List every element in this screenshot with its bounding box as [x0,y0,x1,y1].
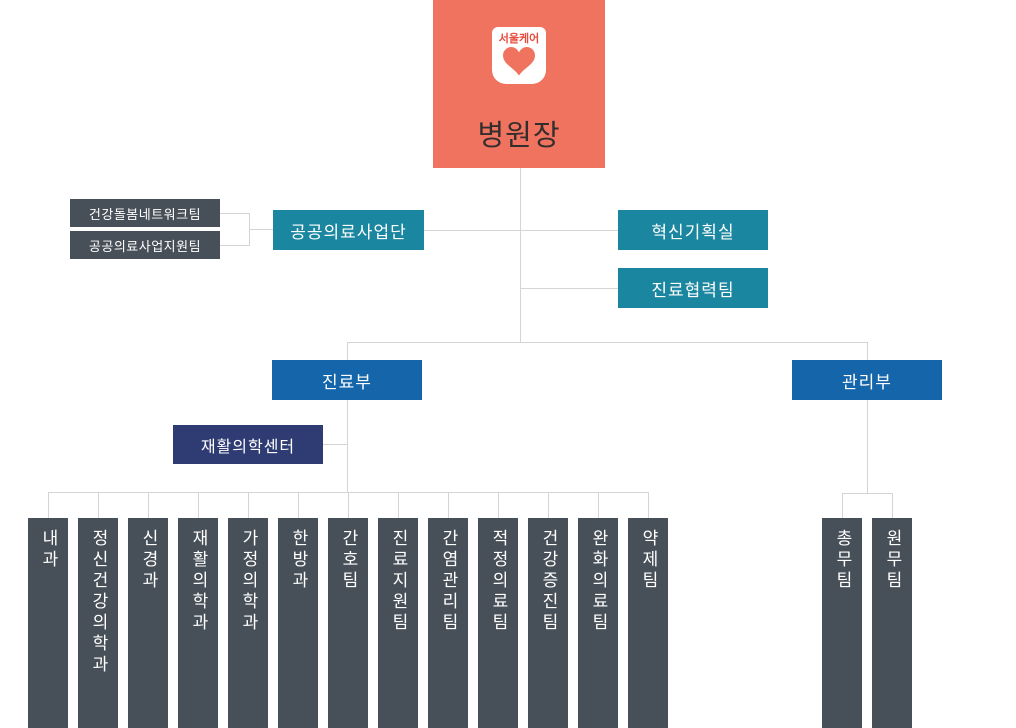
unit-label: 원무팀 [883,529,902,592]
unit-label: 내과 [39,529,58,571]
unit-box: 신경과 [128,518,168,728]
division-box-public-medical: 공공의료사업단 [273,210,424,250]
team-box: 공공의료사업지원팀 [70,231,220,259]
connector-line [867,400,868,493]
connector-line [448,492,449,518]
team-label: 건강돌봄네트워크팀 [88,206,202,222]
unit-box: 간호팀 [328,518,368,728]
unit-label: 적정의료팀 [489,529,508,634]
office-box-innovation-planning: 혁신기획실 [618,210,768,250]
connector-line [347,342,348,360]
connector-line [498,492,499,518]
unit-box: 진료지원팀 [378,518,418,728]
connector-line [892,493,893,518]
unit-label: 정신건강의학과 [89,529,108,676]
root-label: 병원장 [477,120,561,152]
connector-line [398,492,399,518]
connector-line [198,492,199,518]
connector-line [842,493,843,518]
connector-line [520,168,521,342]
unit-box: 총무팀 [822,518,862,728]
center-box-rehabilitation: 재활의학센터 [173,425,323,464]
connector-line [520,230,618,231]
hospital-logo: 서울케어 [492,27,546,84]
team-box: 건강돌봄네트워크팀 [70,199,220,227]
unit-label: 진료지원팀 [389,529,408,634]
connector-line [249,229,273,230]
unit-box: 내과 [28,518,68,728]
connector-line [220,213,249,214]
connector-line [520,288,618,289]
unit-label: 신경과 [139,529,158,592]
connector-line [347,400,348,492]
connector-line [220,245,249,246]
department-box-medical: 진료부 [272,360,422,400]
unit-box: 한방과 [278,518,318,728]
unit-box: 가정의학과 [228,518,268,728]
unit-box: 재활의학과 [178,518,218,728]
unit-box: 적정의료팀 [478,518,518,728]
unit-label: 재활의학과 [189,529,208,634]
connector-line [648,492,649,518]
unit-label: 한방과 [289,529,308,592]
unit-label: 약제팀 [639,529,658,592]
unit-label: 완화의료팀 [589,529,608,634]
department-box-admin: 관리부 [792,360,942,400]
team-label: 공공의료사업지원팀 [88,238,202,254]
unit-label: 건강증진팀 [539,529,558,634]
connector-line [867,342,868,360]
connector-line [424,230,520,231]
connector-line [598,492,599,518]
heart-icon [503,47,535,76]
unit-label: 가정의학과 [239,529,258,634]
connector-line [98,492,99,518]
connector-line [148,492,149,518]
office-box-care-cooperation: 진료협력팀 [618,268,768,308]
connector-line [348,492,349,518]
unit-box: 완화의료팀 [578,518,618,728]
office-label: 진료협력팀 [651,280,735,300]
unit-box: 간염관리팀 [428,518,468,728]
unit-label: 간호팀 [339,529,358,592]
logo-text: 서울케어 [498,33,540,45]
connector-line [323,444,347,445]
connector-line [48,492,49,518]
connector-line [298,492,299,518]
department-label: 관리부 [842,372,892,392]
unit-label: 간염관리팀 [439,529,458,634]
division-label: 공공의료사업단 [290,222,407,242]
unit-box: 건강증진팀 [528,518,568,728]
connector-line [548,492,549,518]
unit-box: 약제팀 [628,518,668,728]
connector-line [842,493,892,494]
connector-line [248,492,249,518]
center-label: 재활의학센터 [200,438,296,456]
office-label: 혁신기획실 [651,222,735,242]
connector-line [347,342,867,343]
department-label: 진료부 [322,372,372,392]
unit-box: 정신건강의학과 [78,518,118,728]
root-node-hospital-director: 서울케어 병원장 [433,0,605,168]
unit-box: 원무팀 [872,518,912,728]
unit-label: 총무팀 [833,529,852,592]
